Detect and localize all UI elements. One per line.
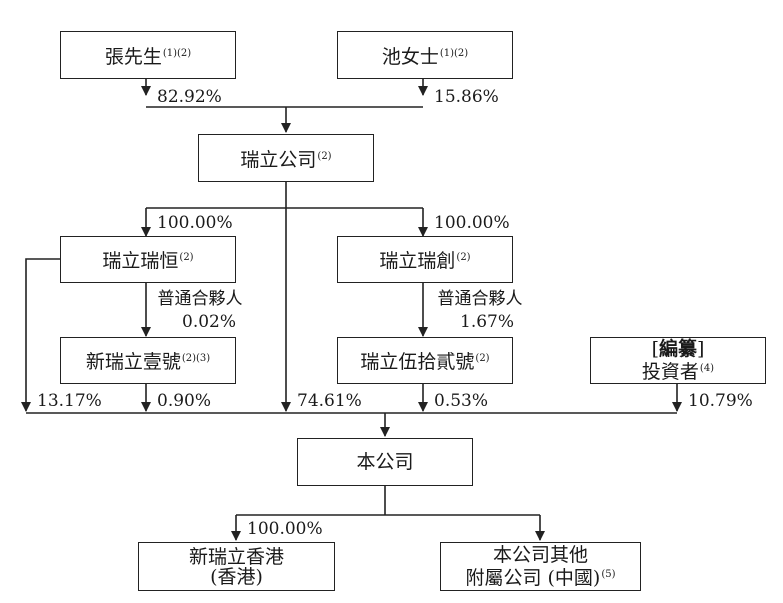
- label-hk-pct: 100.00%: [247, 519, 323, 539]
- xin1-name: 新瑞立壹號: [85, 351, 181, 373]
- box-the-company: 本公司: [297, 438, 473, 486]
- box-ruili-company: 瑞立公司(2): [198, 134, 374, 182]
- label-investors-pct: 10.79%: [688, 391, 753, 411]
- box-mr-zhang: 張先生(1)(2): [60, 31, 236, 79]
- box-ruili-52: 瑞立伍拾貳號(2): [337, 337, 513, 384]
- ruili-note: (2): [317, 150, 332, 162]
- box-ruili-ruichuang: 瑞立瑞創(2): [337, 236, 513, 283]
- zhang-note: (1)(2): [162, 47, 192, 59]
- ruili-name: 瑞立公司: [240, 148, 317, 171]
- hk-line1: 新瑞立香港: [188, 545, 284, 568]
- company-name: 本公司: [356, 451, 414, 473]
- wushi2-name: 瑞立伍拾貳號: [360, 351, 475, 373]
- chi-name: 池女士: [381, 45, 439, 68]
- label-heng-pct: 100.00%: [157, 213, 233, 233]
- others-line2: 附屬公司 (中國): [465, 567, 601, 589]
- label-gp1-pct: 0.02%: [182, 312, 237, 332]
- box-ruili-ruiheng: 瑞立瑞恒(2): [60, 236, 236, 283]
- label-xin1-pct: 0.90%: [157, 391, 212, 411]
- xin1-note: (2)(3): [181, 353, 211, 364]
- label-chuang-pct: 100.00%: [434, 213, 510, 233]
- wushi2-note: (2): [475, 353, 490, 364]
- ruiliheng-note: (2): [179, 252, 194, 263]
- box-other-subsidiaries: 本公司其他 附屬公司 (中國)(5): [440, 542, 641, 591]
- label-gp2-title: 普通合夥人: [437, 289, 523, 309]
- ruilichuang-note: (2): [456, 252, 471, 263]
- label-ruili-pct: 74.61%: [297, 391, 362, 411]
- hk-line2: (香港): [210, 565, 263, 588]
- chi-note: (1)(2): [439, 47, 469, 59]
- ruiliheng-name: 瑞立瑞恒: [102, 250, 179, 272]
- investors-bracket-left: [: [651, 338, 659, 360]
- box-investors: [編纂] 投資者(4): [590, 337, 766, 384]
- others-note: (5): [601, 569, 616, 580]
- label-chi-pct: 15.86%: [434, 87, 499, 107]
- investors-bracket-right: ]: [697, 338, 705, 360]
- box-ms-chi: 池女士(1)(2): [337, 31, 513, 79]
- investors-note: (4): [699, 363, 715, 374]
- heng-direct-line: [21, 258, 60, 412]
- label-gp1-title: 普通合夥人: [157, 289, 243, 309]
- zhang-name: 張先生: [104, 45, 162, 68]
- ruilichuang-name: 瑞立瑞創: [379, 250, 456, 272]
- label-zhang-pct: 82.92%: [157, 87, 222, 107]
- box-xin-ruili-hk: 新瑞立香港 (香港): [138, 542, 335, 591]
- label-wushi2-pct: 0.53%: [434, 391, 489, 411]
- investors-redacted: 編纂: [658, 338, 697, 360]
- label-gp2-pct: 1.67%: [460, 312, 515, 332]
- investors-name: 投資者: [641, 361, 699, 383]
- box-xin-ruili-1: 新瑞立壹號(2)(3): [60, 337, 236, 384]
- others-line1: 本公司其他: [492, 544, 588, 566]
- label-heng-direct-pct: 13.17%: [37, 391, 102, 411]
